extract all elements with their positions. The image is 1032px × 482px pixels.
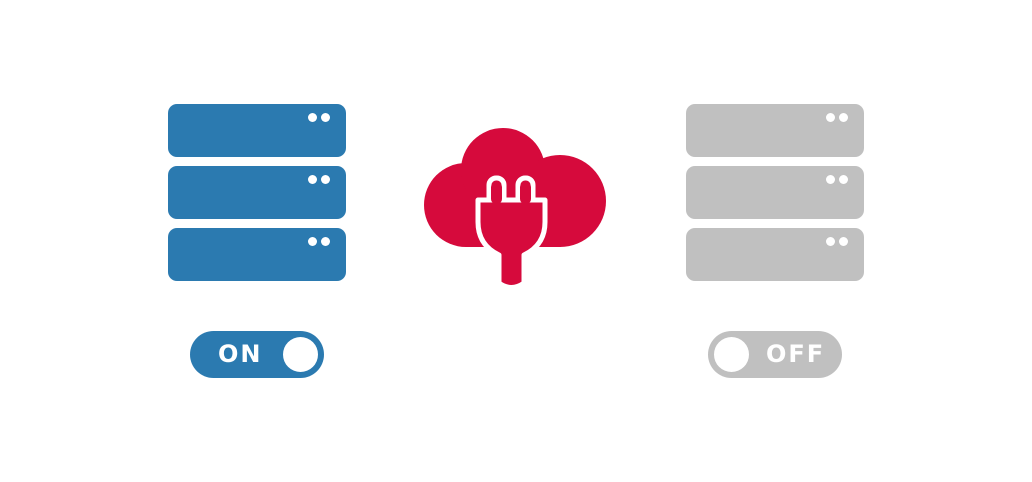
on-toggle[interactable]: ON [190, 331, 324, 378]
status-light-icon [308, 175, 317, 184]
status-light-icon [308, 237, 317, 246]
toggle-knob [714, 337, 749, 372]
toggle-label: ON [218, 340, 263, 368]
server-unit [686, 104, 864, 157]
status-light-icon [839, 175, 848, 184]
cloud-plug-icon [424, 128, 606, 290]
status-light-icon [321, 237, 330, 246]
status-light-icon [321, 113, 330, 122]
status-light-icon [826, 175, 835, 184]
toggle-label: OFF [766, 340, 826, 368]
status-light-icon [839, 237, 848, 246]
toggle-knob [283, 337, 318, 372]
status-light-icon [826, 113, 835, 122]
server-unit [168, 104, 346, 157]
status-light-icon [308, 113, 317, 122]
server-unit [168, 166, 346, 219]
server-unit [686, 228, 864, 281]
server-unit [168, 228, 346, 281]
status-light-icon [826, 237, 835, 246]
off-toggle[interactable]: OFF [708, 331, 842, 378]
server-unit [686, 166, 864, 219]
status-light-icon [321, 175, 330, 184]
status-light-icon [839, 113, 848, 122]
